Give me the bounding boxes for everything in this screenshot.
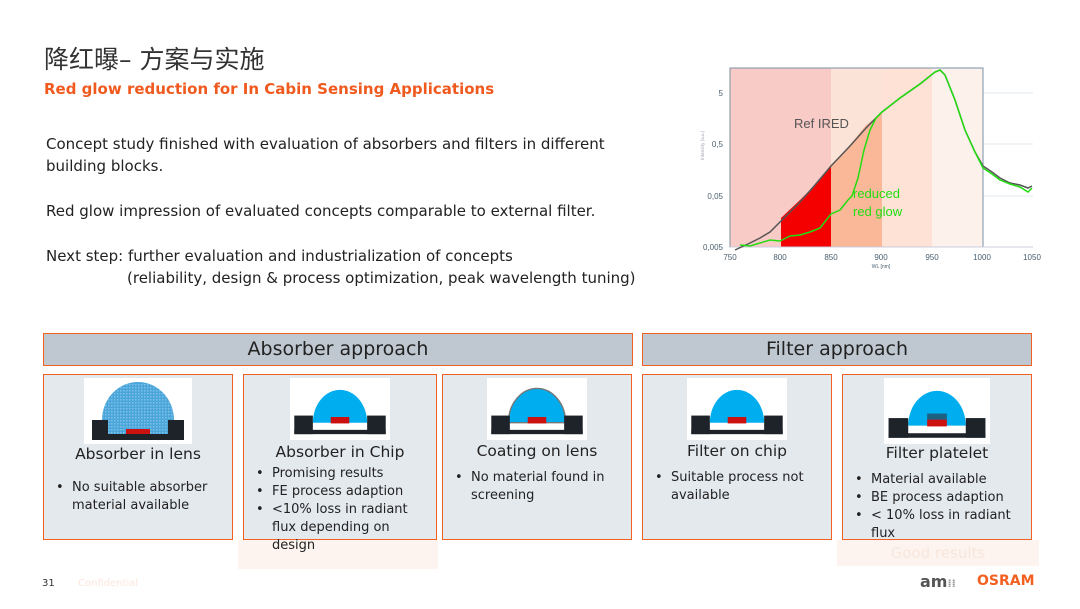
led-diagram-icon xyxy=(884,378,990,444)
bullet-item: <10% loss in radiant flux depending on d… xyxy=(256,501,430,555)
page-title: 降红曝– 方案与实施 xyxy=(44,45,265,74)
confidential-label: Confidential xyxy=(78,578,139,589)
x-tick: 800 xyxy=(773,253,787,262)
led-diagram-icon xyxy=(687,378,787,440)
band-900-950 xyxy=(882,68,932,247)
y-axis-label: Intensity [a.u.] xyxy=(700,130,705,160)
x-tick: 750 xyxy=(723,253,737,262)
card-bullets: Material availableBE process adaption< 1… xyxy=(855,471,1025,543)
reduced-red-glow-curve xyxy=(739,69,1033,247)
x-tick: 1050 xyxy=(1023,253,1041,262)
page-subtitle: Red glow reduction for In Cabin Sensing … xyxy=(44,80,495,98)
bullet-item: < 10% loss in radiant flux xyxy=(855,507,1025,543)
ghost-good-results: Good results xyxy=(837,540,1039,566)
x-tick: 900 xyxy=(874,253,888,262)
paragraph-concept: Concept study finished with evaluation o… xyxy=(46,135,605,175)
section-filter-approach: Filter approach xyxy=(642,333,1032,366)
led-diagram-icon xyxy=(487,378,587,440)
ams-logo: am⁞⁞ xyxy=(920,572,956,591)
card-title: Coating on lens xyxy=(476,442,598,460)
osram-logo: OSRAM xyxy=(977,573,1035,589)
card-bullets: Promising resultsFE process adaption<10%… xyxy=(256,465,430,555)
label-ref-ired: Ref IRED xyxy=(794,116,849,131)
led-diagram-icon xyxy=(290,378,390,440)
section-absorber-approach: Absorber approach xyxy=(43,333,633,366)
card-bullets: No material found in screening xyxy=(455,469,625,505)
card-absorber-in-lens: Absorber in lens No suitable absorber mat… xyxy=(43,374,233,540)
card-absorber-in-chip: Absorber in ChipPromising resultsFE proc… xyxy=(243,374,437,553)
card-filter-platelet: Filter plateletMaterial availableBE proc… xyxy=(842,374,1032,543)
y-tick: 5 xyxy=(719,89,724,98)
bullet-item: No material found in screening xyxy=(455,469,625,505)
card-bullets: No suitable absorber material available xyxy=(56,479,226,515)
label-red-glow: red glow xyxy=(853,204,903,219)
x-tick: 850 xyxy=(824,253,838,262)
led-diagram-icon xyxy=(84,378,192,444)
card-title: Filter platelet xyxy=(885,444,989,462)
card-title: Absorber in lens xyxy=(75,445,201,463)
ams-logo-text: am xyxy=(920,572,948,591)
card-title: Filter on chip xyxy=(686,442,788,460)
card-coating-on-lens: Coating on lens No material found in scre… xyxy=(442,374,632,540)
card-filter-on-chip: Filter on chipSuitable process not avail… xyxy=(642,374,832,540)
red-glow-fill xyxy=(781,166,831,247)
label-reduced: reduced xyxy=(853,186,900,201)
x-axis-label: WL [nm] xyxy=(872,264,891,270)
bullet-item: Material available xyxy=(855,471,1025,489)
y-tick: 0,005 xyxy=(703,243,724,252)
bullet-item: Promising results xyxy=(256,465,430,483)
y-tick: 0,05 xyxy=(707,192,723,201)
bullet-item: No suitable absorber material available xyxy=(56,479,226,515)
bullet-item: BE process adaption xyxy=(855,489,1025,507)
band-950-1000 xyxy=(932,68,983,247)
x-tick: 1000 xyxy=(973,253,991,262)
bullet-item: Suitable process not available xyxy=(655,469,825,505)
paragraph-next-step: Next step: further evaluation and indust… xyxy=(46,247,513,265)
y-tick: 0,5 xyxy=(712,140,724,149)
x-tick: 950 xyxy=(925,253,939,262)
card-bullets: Suitable process not available xyxy=(655,469,825,505)
paragraph-red-glow: Red glow impression of evaluated concept… xyxy=(46,202,596,220)
reduced-glow-fill xyxy=(831,113,882,247)
paragraph-next-step-detail: (reliability, design & process optimizat… xyxy=(127,269,636,287)
page-number: 31 xyxy=(42,578,55,589)
card-title: Absorber in Chip xyxy=(275,443,405,461)
spectrum-chart: Ref IRED reduced red glow 5 0,5 0,05 0,0… xyxy=(700,67,1041,270)
bullet-item: FE process adaption xyxy=(256,483,430,501)
